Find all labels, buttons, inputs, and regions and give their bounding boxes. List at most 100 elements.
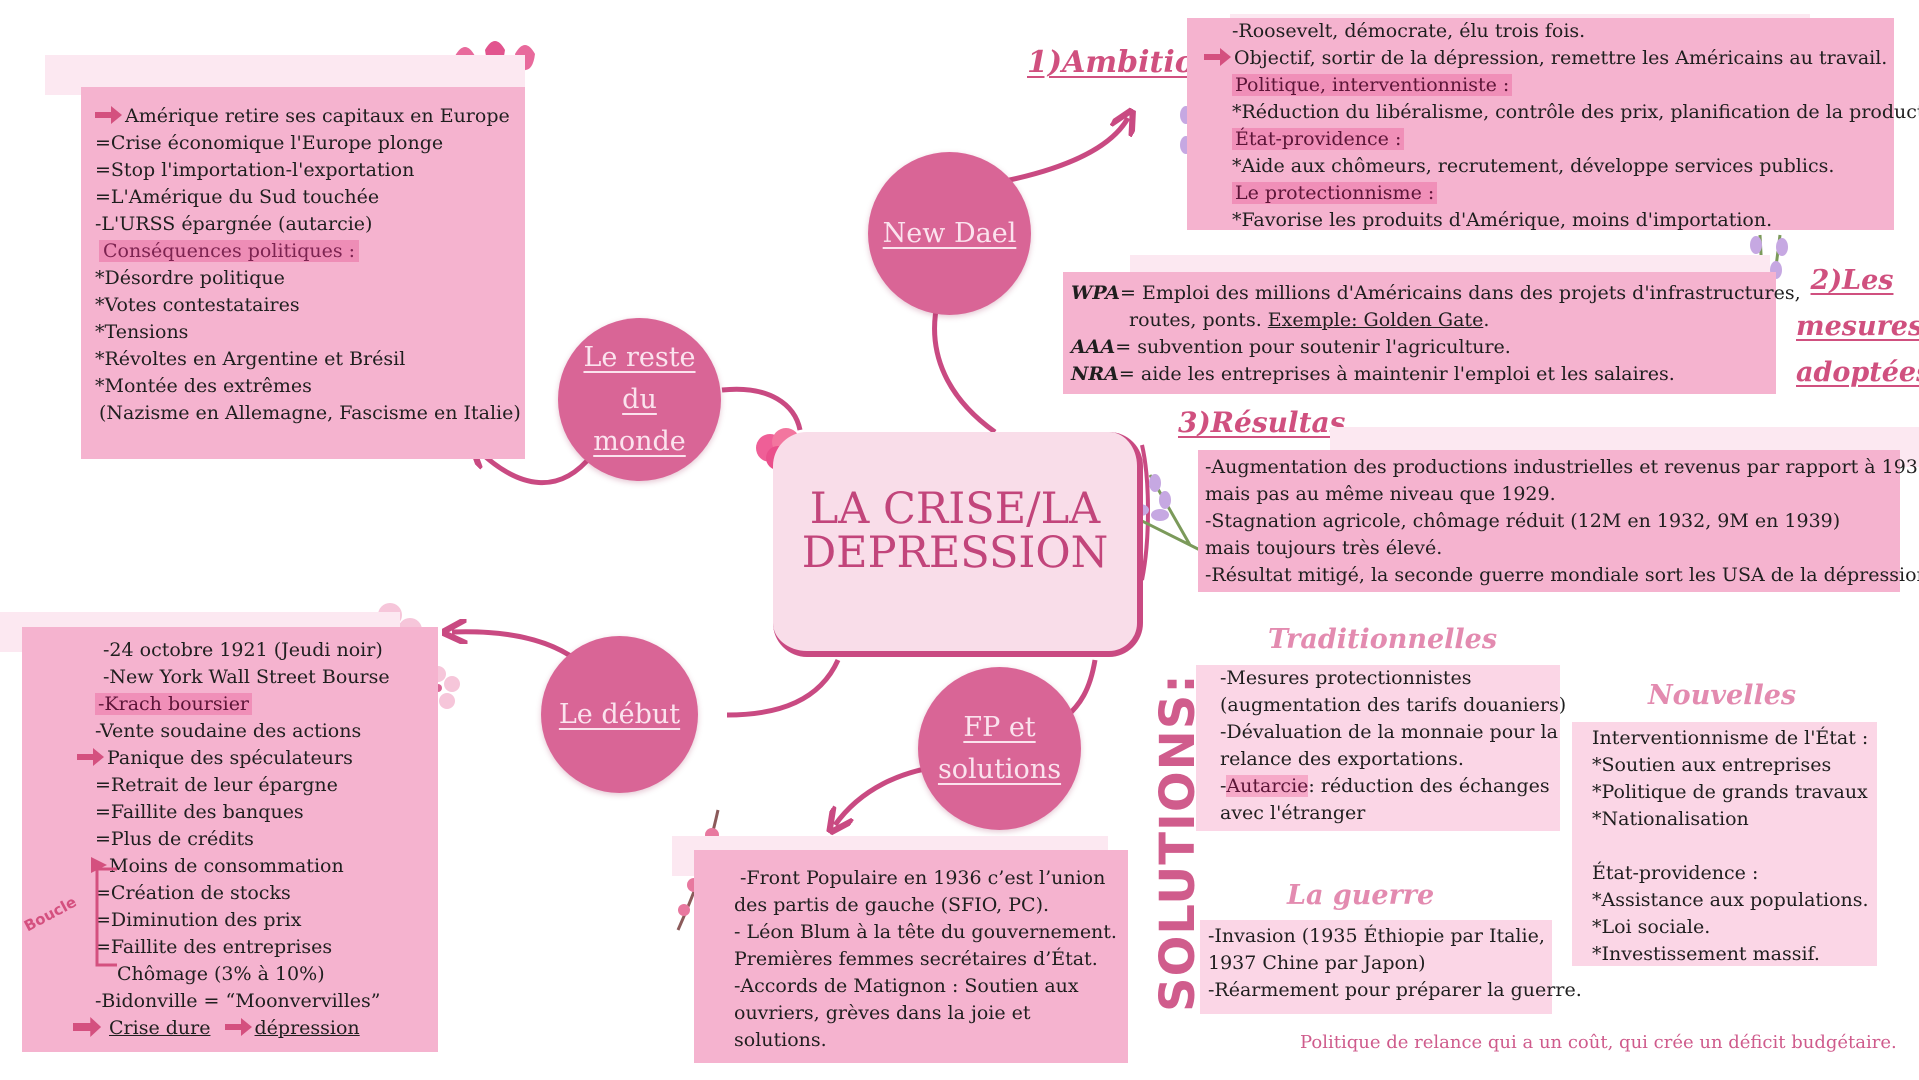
nouvelles-line: *Loi sociale.: [1592, 916, 1711, 938]
wpa-label: WPA: [1071, 282, 1120, 304]
guerre-line: -Invasion (1935 Éthiopie par Italie,: [1208, 925, 1545, 947]
heading-nouvelles: Nouvelles: [1648, 680, 1797, 711]
arrow-newdeal-ambition: [999, 118, 1128, 185]
node-debut-label: Le début: [558, 699, 681, 730]
debut-line: Crise dure dépression: [67, 1015, 390, 1042]
ambition-line: *Réduction du libéralisme, contrôle des …: [1232, 101, 1919, 123]
node-monde-line3: monde: [593, 425, 686, 457]
node-new-deal[interactable]: New Dael: [868, 152, 1031, 315]
monde-line: =Crise économique l'Europe plonge: [95, 132, 444, 154]
arrow-right-icon: [95, 106, 122, 124]
debut-line: -24 octobre 1921 (Jeudi noir): [103, 639, 383, 661]
mesures-line-wpa: WPA= Emploi des millions d'Américains da…: [1071, 282, 1801, 304]
fp-line: -Front Populaire en 1936 c’est l’union: [740, 867, 1106, 889]
ambition-box-lines: -Roosevelt, démocrate, élu trois fois. O…: [1204, 18, 1919, 234]
monde-line: *Votes contestataires: [95, 294, 300, 316]
label-boucle: Boucle: [21, 892, 80, 936]
debut-line: =Faillite des entreprises: [95, 936, 333, 958]
monde-line: (Nazisme en Allemagne, Fascisme en Itali…: [99, 402, 521, 424]
resultats-line: mais pas au même niveau que 1929.: [1205, 483, 1556, 505]
ambition-line: *Aide aux chômeurs, recrutement, dévelop…: [1232, 155, 1835, 177]
mesures-line-nra: NRA= aide les entreprises à maintenir l'…: [1071, 363, 1675, 385]
resultats-line: -Stagnation agricole, chômage réduit (12…: [1205, 510, 1841, 532]
nouvelles-line: *Soutien aux entreprises: [1592, 754, 1832, 776]
resultats-box-lines: -Augmentation des productions industriel…: [1205, 454, 1919, 589]
trad-line: -Autarcie: réduction des échanges: [1220, 775, 1550, 797]
debut-line: -Vente soudaine des actions: [95, 720, 362, 742]
guerre-line: 1937 Chine par Japon): [1208, 952, 1426, 974]
node-monde-line1: Le reste: [583, 341, 696, 373]
monde-line: -L'URSS épargnée (autarcie): [95, 213, 373, 235]
nouvelles-line: *Politique de grands travaux: [1592, 781, 1868, 803]
trad-box-lines: -Mesures protectionnistes (augmentation …: [1220, 665, 1566, 827]
mesures-line-aaa: AAA= subvention pour soutenir l'agricult…: [1071, 336, 1511, 358]
trad-box: -Mesures protectionnistes (augmentation …: [1196, 665, 1566, 831]
fp-line: -Accords de Matignon : Soutien aux: [734, 975, 1079, 997]
debut-line: =Retrait de leur épargne: [95, 774, 338, 796]
fp-line: des partis de gauche (SFIO, PC).: [734, 894, 1050, 916]
heading-traditionnelles: Traditionnelles: [1268, 624, 1498, 655]
fp-line: - Léon Blum à la tête du gouvernement.: [734, 921, 1117, 943]
nouvelles-line: État-providence :: [1592, 862, 1759, 884]
crise-dure: Crise dure: [109, 1017, 211, 1039]
nouvelles-box-lines: Interventionnisme de l'État : *Soutien a…: [1592, 725, 1869, 968]
guerre-box-lines: -Invasion (1935 Éthiopie par Italie, 193…: [1208, 923, 1582, 1004]
fp-line: solutions.: [734, 1029, 827, 1051]
mesures-box: WPA= Emploi des millions d'Américains da…: [1063, 272, 1801, 394]
boucle-bracket: [95, 867, 117, 967]
arrow-monde-box: [478, 450, 594, 486]
monde-box: Amérique retire ses capitaux en Europe =…: [81, 87, 525, 459]
depression-word: dépression: [254, 1017, 360, 1039]
arrow-right-icon: [1204, 48, 1231, 66]
resultats-line: -Augmentation des productions industriel…: [1205, 456, 1919, 478]
resultats-line: -Résultat mitigé, la seconde guerre mond…: [1205, 564, 1919, 586]
trad-line: avec l'étranger: [1220, 802, 1366, 824]
fp-line: ouvriers, grèves dans la joie et: [734, 1002, 1031, 1024]
monde-line: =L'Amérique du Sud touchée: [95, 186, 380, 208]
mesures-line-wpa2: routes, ponts. Exemple: Golden Gate.: [1129, 309, 1490, 331]
label-mesures: 2)Les mesures adoptées: [1796, 265, 1919, 388]
fp-line: Premières femmes secrétaires d’État.: [734, 948, 1098, 970]
debut-line: -Krach boursier: [95, 691, 390, 718]
debut-line: -Bidonville = “Moonvervilles”: [95, 990, 381, 1012]
label-resultats: 3)Résultas: [1178, 406, 1346, 439]
fp-box: -Front Populaire en 1936 c’est l’union d…: [694, 850, 1128, 1063]
highlight-krach: -Krach boursier: [95, 693, 253, 715]
nra-label: NRA: [1071, 363, 1119, 385]
highlight-politique: Politique, interventionniste :: [1232, 74, 1513, 96]
node-new-deal-label: New Dael: [882, 218, 1017, 249]
aaa-label: AAA: [1071, 336, 1116, 358]
arrow-right-icon: [73, 1017, 102, 1037]
connector-center-newdeal: [932, 299, 997, 435]
debut-line: =Faillite des banques: [95, 801, 304, 823]
node-reste-du-monde[interactable]: Le reste du monde: [558, 318, 721, 481]
debut-line: =Plus de crédits: [95, 828, 254, 850]
node-fp-line2: solutions: [937, 753, 1062, 785]
node-le-debut[interactable]: Le début: [541, 636, 698, 793]
debut-line: Panique des spéculateurs: [77, 745, 390, 772]
trad-line: -Dévaluation de la monnaie pour la: [1220, 721, 1558, 743]
triangle-right-icon: [91, 857, 107, 873]
monde-line: *Tensions: [95, 321, 189, 343]
ambition-line: État-providence :: [1232, 126, 1919, 153]
node-fp-line1: FP et: [963, 711, 1036, 743]
trad-line: (augmentation des tarifs douaniers): [1220, 694, 1567, 716]
monde-line: Conséquences politiques :: [95, 238, 521, 265]
highlight-etat-providence: État-providence :: [1232, 128, 1405, 150]
ambition-line: Le protectionnisme :: [1232, 180, 1919, 207]
ambition-line: Politique, interventionniste :: [1232, 72, 1919, 99]
debut-line: Moins de consommation: [89, 853, 390, 880]
trad-line: relance des exportations.: [1220, 748, 1464, 770]
monde-line: *Désordre politique: [95, 267, 285, 289]
center-card: LA CRISE/LA DEPRESSION: [773, 432, 1143, 657]
trad-line: -Mesures protectionnistes: [1220, 667, 1472, 689]
ambition-line: -Roosevelt, démocrate, élu trois fois.: [1232, 20, 1586, 42]
debut-box: -24 octobre 1921 (Jeudi noir) -New York …: [21, 627, 438, 1052]
nouvelles-line: *Nationalisation: [1592, 808, 1749, 830]
debut-line: -New York Wall Street Bourse: [103, 666, 390, 688]
arrow-right-icon: [77, 748, 104, 766]
connector-center-monde: [721, 386, 803, 431]
center-title-line1: LA CRISE/LA: [809, 484, 1101, 534]
footer-note: Politique de relance qui a un coût, qui …: [1300, 1032, 1897, 1053]
node-fp-solutions[interactable]: FP et solutions: [918, 667, 1081, 830]
